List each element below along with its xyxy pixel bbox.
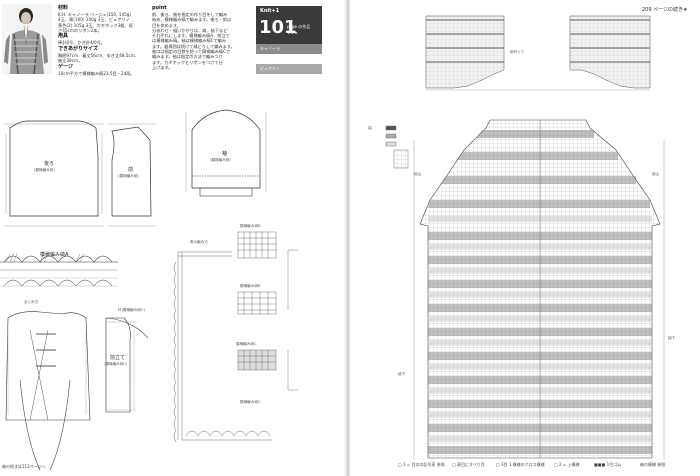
body-chart bbox=[413, 119, 665, 460]
edge-c1-label: 模様編み縞C bbox=[240, 400, 261, 404]
assembly-diagram bbox=[5, 311, 91, 471]
back-title: 後ろ bbox=[44, 161, 55, 167]
back-pattern-piece bbox=[4, 120, 104, 227]
left-page-graphics bbox=[0, 4, 298, 471]
gauge-heading: ゲージ bbox=[58, 64, 73, 70]
footer-item-5: ■■■ 1目ゴム bbox=[594, 462, 622, 467]
point-heading: point bbox=[152, 5, 167, 11]
sleeve-pattern-piece bbox=[185, 109, 267, 197]
continued-note: 袖の続きは212ページへ bbox=[2, 464, 46, 469]
stitch-chart-b1 bbox=[237, 291, 277, 315]
placket-sublabel: (模様編み縞C) bbox=[104, 362, 128, 366]
size-heading: できあがりサイズ bbox=[58, 46, 98, 52]
point-text: 前、後ろ、袖を指定の作り目をして編み 始め、模様編み縞で編みます。後ろ・前は 目… bbox=[152, 12, 235, 70]
edge-band-a bbox=[0, 252, 118, 287]
edge-a-label: 模様編み縞A bbox=[40, 252, 69, 258]
assembly-label: まとめ方 bbox=[24, 300, 39, 304]
placket-label: 前立て bbox=[110, 355, 126, 361]
footer-item-1: □ 1 = 目次の記号表 参照 bbox=[398, 462, 445, 467]
knitting-chart bbox=[385, 15, 665, 460]
pattern-badge: Knit+1 101 page の作品 ★★★ bbox=[256, 6, 322, 44]
small-corner-chart bbox=[287, 249, 298, 391]
badge-tail: page の作品 ★★★ bbox=[287, 24, 311, 35]
badge-number: 101 bbox=[259, 17, 297, 38]
underarm-left-label: 袖下 bbox=[398, 372, 406, 376]
book-spine bbox=[344, 0, 352, 476]
edge-b1-label: 模様編み縞B bbox=[240, 284, 261, 288]
corner-label: 角の編み方 bbox=[190, 240, 208, 244]
shoulder-right-label: 袖山 bbox=[652, 172, 660, 176]
footer-item-3: □ 3目 1 模様のクロス模様 bbox=[496, 462, 545, 467]
stitch-chart-b bbox=[237, 231, 277, 259]
yarn-bar-1: キャノーラ bbox=[256, 44, 322, 54]
back-subtitle: (模様編み縞) bbox=[34, 168, 55, 172]
right-page: Knit+1 101 page の作品 ★★★ キャノーラ ピュアリノ 209 … bbox=[256, 0, 700, 476]
edge-c-label: 模様編み縞C bbox=[236, 342, 257, 346]
tools-text: 棒針8号、かぎ針4/0号。 bbox=[58, 40, 106, 45]
underarm-right-label: 袖下 bbox=[668, 336, 676, 340]
edge-b-label: 模様編み縞B bbox=[240, 224, 261, 228]
tools-heading: 用具 bbox=[58, 33, 69, 39]
left-page: 材料 K.H. キャノーラ ベージュ(150, 145g) 4玉、黒(160) … bbox=[0, 0, 346, 476]
chart-label: 袖 bbox=[368, 126, 372, 130]
corner-crochet-chart bbox=[173, 251, 272, 443]
size-text: 胸囲97cm、着丈56cm、ゆき丈48.5cm、 袖丈38cm。 bbox=[58, 53, 140, 64]
badge-label: Knit+1 bbox=[260, 8, 280, 14]
chart-key bbox=[385, 125, 409, 169]
front-subtitle: (模様編み縞) bbox=[118, 174, 139, 178]
yarn-bar-2: ピュアリノ bbox=[256, 64, 322, 74]
page-header: 209 ページの続き★ bbox=[642, 7, 688, 13]
front-title: 前 bbox=[128, 167, 134, 173]
collar-label: 衿(模様編み縞C) bbox=[118, 308, 145, 312]
placket-diagram bbox=[105, 317, 149, 413]
neckline-chart bbox=[425, 15, 651, 91]
materials-heading: 材料 bbox=[58, 5, 69, 11]
materials-text: K.H. キャノーラ ベージュ(150, 145g) 4玉、黒(160) 100… bbox=[58, 12, 133, 33]
gauge-text: 10cm平方で模様編み縞23.5目・24段。 bbox=[58, 71, 135, 76]
model-photo bbox=[2, 4, 52, 75]
sleeve-title: 袖 bbox=[222, 151, 228, 157]
footer-item-6: 袖の模様 参照 bbox=[640, 462, 666, 467]
stitch-chart-c bbox=[237, 349, 277, 371]
footer-item-4: □ 2 = 上模様 bbox=[554, 462, 580, 467]
footer-item-2: □ 表目にすべり目 bbox=[452, 462, 485, 467]
shoulder-left-label: 袖山 bbox=[414, 172, 422, 176]
sleeve-subtitle: (模様編み縞) bbox=[210, 158, 231, 162]
front-pattern-piece bbox=[108, 123, 156, 227]
neck-label: 前衿ぐり bbox=[510, 50, 525, 54]
